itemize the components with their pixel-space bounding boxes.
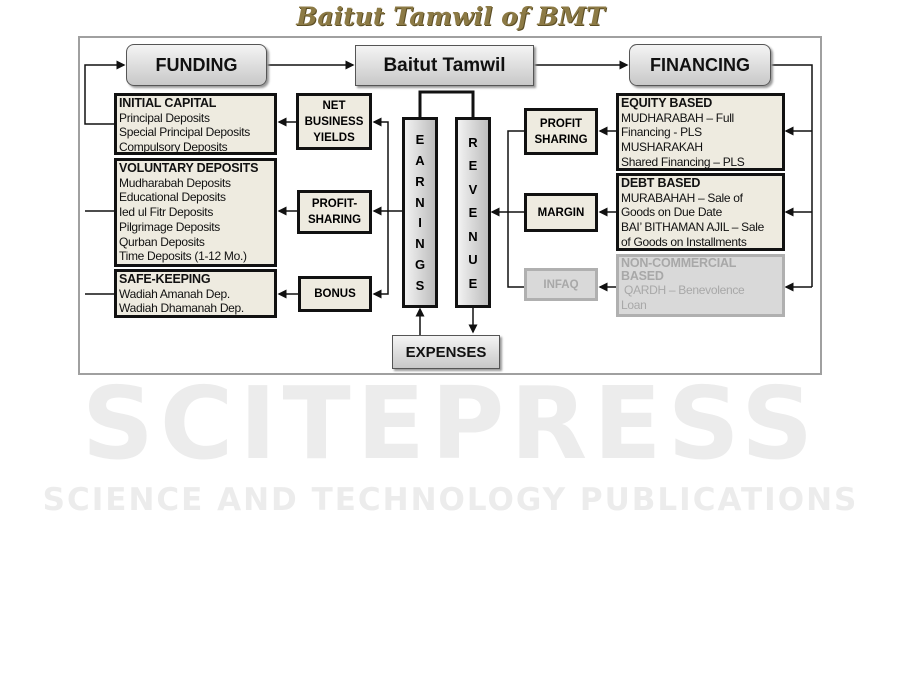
- non-commercial-based-box: NON-COMMERCIAL BASED QARDH – Benevolence…: [616, 254, 785, 317]
- column-letter: R: [415, 173, 425, 189]
- box-title: EQUITY BASED: [621, 96, 713, 110]
- watermark-subtitle: SCIENCE AND TECHNOLOGY PUBLICATIONS: [42, 482, 859, 518]
- funding-header: FUNDING: [126, 44, 267, 86]
- diagram-title: Baitut Tamwil of BMT: [296, 2, 605, 31]
- column-letter: R: [468, 134, 478, 150]
- box-item: Time Deposits (1-12 Mo.): [119, 249, 247, 264]
- column-letter: G: [414, 257, 426, 273]
- box-item: Goods on Due Date: [621, 205, 722, 220]
- column-letter: V: [468, 181, 478, 197]
- column-letter: E: [415, 131, 425, 147]
- box-title: SAFE-KEEPING: [119, 272, 211, 286]
- box-item: MURABAHAH – Sale of: [621, 190, 743, 205]
- box-item: BAI’ BITHAMAN AJIL – Sale: [621, 220, 764, 235]
- column-letter: A: [415, 152, 425, 168]
- margin-box: MARGIN: [524, 193, 598, 232]
- column-letter: N: [415, 194, 425, 210]
- column-letter: N: [415, 236, 425, 252]
- box-title: INITIAL CAPITAL: [119, 96, 217, 110]
- box-item: Special Principal Deposits: [119, 125, 250, 140]
- column-letter: E: [468, 205, 478, 220]
- profit-sharing-right-box: PROFIT SHARING: [524, 108, 598, 155]
- box-item: Compulsory Deposits: [119, 140, 228, 155]
- box-item: Pilgrimage Deposits: [119, 219, 221, 234]
- financing-header: FINANCING: [629, 44, 771, 86]
- initial-capital-box: INITIAL CAPITAL Principal Deposits Speci…: [114, 93, 277, 155]
- safe-keeping-box: SAFE-KEEPING Wadiah Amanah Dep. Wadiah D…: [114, 269, 277, 318]
- voluntary-deposits-box: VOLUNTARY DEPOSITS Mudharabah Deposits E…: [114, 158, 277, 267]
- baitut-tamwil-header: Baitut Tamwil: [355, 45, 534, 86]
- box-item: Principal Deposits: [119, 110, 210, 125]
- box-item: Ied ul Fitr Deposits: [119, 205, 214, 220]
- column-letter: U: [468, 252, 478, 267]
- box-item: Educational Deposits: [119, 190, 226, 205]
- box-item: Wadiah Dhamanah Dep.: [119, 301, 244, 316]
- infaq-box: INFAQ: [524, 268, 598, 301]
- column-letter: S: [415, 278, 425, 293]
- box-item: Loan: [621, 297, 647, 312]
- box-title: NON-COMMERCIAL BASED: [621, 256, 737, 283]
- bonus-box: BONUS: [298, 276, 372, 312]
- profit-sharing-left-box: PROFIT-SHARING: [297, 190, 372, 234]
- box-item: of Goods on Installments: [621, 234, 747, 249]
- box-item: Shared Financing – PLS: [621, 154, 745, 169]
- box-title: VOLUNTARY DEPOSITS: [119, 161, 259, 175]
- box-item: Financing - PLS: [621, 125, 702, 140]
- watermark-logo: SCITEPRESS: [81, 374, 820, 474]
- box-item: MUSHARAKAH: [621, 140, 703, 155]
- box-item: Qurban Deposits: [119, 234, 205, 249]
- box-item: MUDHARABAH – Full: [621, 110, 734, 125]
- debt-based-box: DEBT BASED MURABAHAH – Sale of Goods on …: [616, 173, 785, 251]
- box-item: Mudharabah Deposits: [119, 175, 231, 190]
- box-title: DEBT BASED: [621, 176, 701, 190]
- column-letter: E: [468, 158, 478, 173]
- column-letter: I: [418, 215, 422, 231]
- equity-based-box: EQUITY BASED MUDHARABAH – Full Financing…: [616, 93, 785, 171]
- expenses-box: EXPENSES: [392, 335, 500, 369]
- box-item: Wadiah Amanah Dep.: [119, 286, 230, 301]
- diagram-frame: [78, 36, 822, 375]
- column-letter: E: [468, 275, 478, 291]
- column-letter: N: [468, 228, 478, 244]
- net-business-yields-box: NET BUSINESS YIELDS: [296, 93, 372, 150]
- box-item: QARDH – Benevolence: [621, 283, 745, 297]
